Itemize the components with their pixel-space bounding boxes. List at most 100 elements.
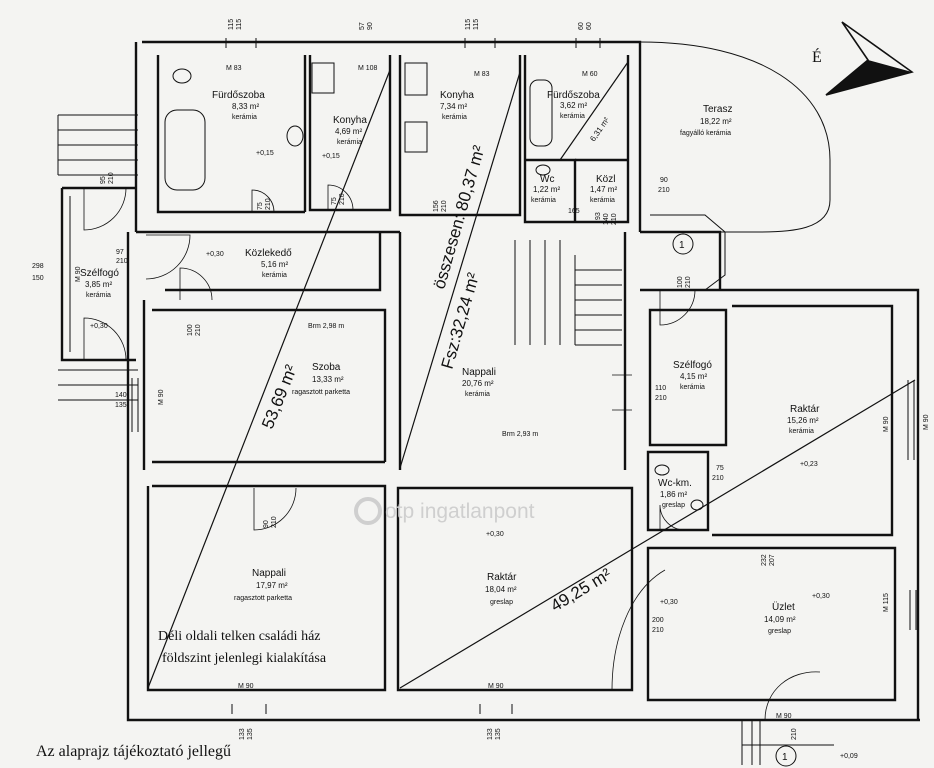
dimension-label: 210: [108, 172, 115, 184]
sink-icon: [404, 121, 428, 153]
room-labels: Fürdőszoba 8,33 m² kerámia Konyha 4,69 m…: [80, 90, 820, 635]
dimension-label: M 90: [776, 713, 792, 720]
room-name: Szélfogó: [673, 360, 712, 371]
room-area: 18,22 m²: [700, 117, 732, 126]
room-label: Nappali 20,76 m² kerámia: [462, 367, 496, 398]
dimension-label: 298: [32, 263, 44, 270]
room-floor: kerámia: [560, 113, 585, 120]
room-area: 13,33 m²: [312, 375, 344, 384]
room-area: 17,97 m²: [256, 581, 288, 590]
room-area: 8,33 m²: [232, 102, 259, 111]
room-floor: kerámia: [442, 114, 467, 121]
room-name: Szoba: [312, 362, 341, 373]
room-area: 18,04 m²: [485, 585, 517, 594]
dimension-label: 90: [660, 177, 668, 184]
diagonal-center: [399, 71, 521, 469]
room-label: Fürdőszoba 8,33 m² kerámia: [212, 90, 265, 121]
dimension-label: 90: [367, 22, 374, 30]
section-marker-label: 1: [679, 240, 685, 251]
room-label: Fürdőszoba 3,62 m² kerámia: [547, 90, 600, 120]
room-label: Konyha 4,69 m² kerámia: [333, 115, 367, 146]
room-area: 3,85 m²: [85, 280, 112, 289]
dimension-label: 210: [339, 193, 346, 205]
room-floor: kerámia: [789, 428, 814, 435]
room-floor: greslap: [490, 599, 513, 606]
sink-icon: [286, 125, 304, 147]
dimension-label: M 90: [883, 416, 890, 432]
stove-icon: [404, 62, 428, 96]
toilet-icon: [172, 68, 192, 84]
toilet-icon: [654, 464, 670, 476]
room-area: 14,09 m²: [764, 615, 796, 624]
dimension-label: 133: [487, 728, 494, 740]
room-floor: ragasztott parketta: [234, 595, 292, 602]
dimension-label: 210: [712, 475, 724, 482]
bathtub-icon: [529, 79, 553, 147]
dimension-label: 200: [652, 617, 664, 624]
level-marker: +0,30: [660, 599, 678, 606]
room-label: Közl 1,47 m² kerámia: [590, 174, 617, 204]
room-area: 20,76 m²: [462, 379, 494, 388]
dimension-label: 115: [473, 19, 480, 30]
dimension-label: M 108: [358, 65, 378, 72]
room-area: 5,16 m²: [261, 260, 288, 269]
dimension-label: 210: [195, 324, 202, 336]
dimension-label: 140: [603, 213, 610, 225]
dimension-label: 165: [568, 208, 580, 215]
area-diagonals: [147, 61, 916, 689]
room-label: Wc 1,22 m² kerámia: [531, 174, 560, 204]
room-name: Wc: [540, 174, 554, 185]
dimension-label: 207: [769, 554, 776, 566]
doors: [83, 184, 821, 721]
room-floor: kerámia: [465, 391, 490, 398]
dimension-label: 60: [586, 22, 593, 30]
north-label: É: [812, 47, 822, 66]
north-arrow: É: [812, 21, 914, 96]
room-label: Nappali 17,97 m² ragasztott parketta: [234, 568, 292, 602]
dimension-label: M 90: [75, 266, 82, 282]
caption-line: Déli oldali telken családi ház: [158, 629, 321, 644]
dimension-label: 90: [263, 520, 270, 528]
dimension-label: 135: [247, 728, 254, 740]
walls: [57, 38, 920, 765]
dimension-label: M 115: [883, 593, 890, 612]
diagonal-bathroom: [559, 61, 629, 161]
room-area: 3,62 m²: [560, 101, 587, 110]
dimension-label: M 90: [923, 414, 930, 430]
dimension-label: 210: [265, 198, 272, 210]
dimension-label: 75: [257, 202, 264, 210]
room-area: 1,22 m²: [533, 185, 560, 194]
dimension-label: 150: [32, 275, 44, 282]
fixtures: [164, 62, 704, 511]
level-markers: +0,15 +0,15 +0,30 +0,30 +0,23 +0,30 +0,3…: [90, 150, 858, 760]
level-marker: +0,15: [256, 150, 274, 157]
level-marker: +0,30: [812, 593, 830, 600]
room-area: 1,47 m²: [590, 185, 617, 194]
room-floor: greslap: [662, 502, 685, 509]
room-floor: ragasztott parketta: [292, 389, 350, 396]
room-height-nappali: Brm 2,93 m: [502, 431, 538, 438]
room-height-szoba: Brm 2,98 m: [308, 323, 344, 330]
dimension-label: 210: [271, 516, 278, 528]
room-area: 4,69 m²: [335, 127, 362, 136]
room-floor: kerámia: [262, 272, 287, 279]
dimension-label: M 83: [226, 65, 242, 72]
room-name: Raktár: [790, 404, 820, 415]
dimension-label: 210: [685, 276, 692, 288]
caption-line: földszint jelenlegi kialakítása: [162, 651, 327, 666]
room-name: Terasz: [703, 104, 732, 115]
dimension-label: 75: [331, 197, 338, 205]
section-marker-circle-icon: [672, 233, 694, 255]
room-name: Konyha: [440, 90, 474, 101]
dimension-label: M 83: [474, 71, 490, 78]
level-marker: +0,15: [322, 153, 340, 160]
watermark-text: otp ingatlanpont: [385, 500, 535, 523]
room-label: Szélfogó 4,15 m² kerámia: [673, 360, 712, 391]
level-marker: +0,23: [800, 461, 818, 468]
room-name: Konyha: [333, 115, 367, 126]
dimension-label: 210: [441, 200, 448, 212]
room-area: 7,34 m²: [440, 102, 467, 111]
level-marker: +0,30: [206, 251, 224, 258]
